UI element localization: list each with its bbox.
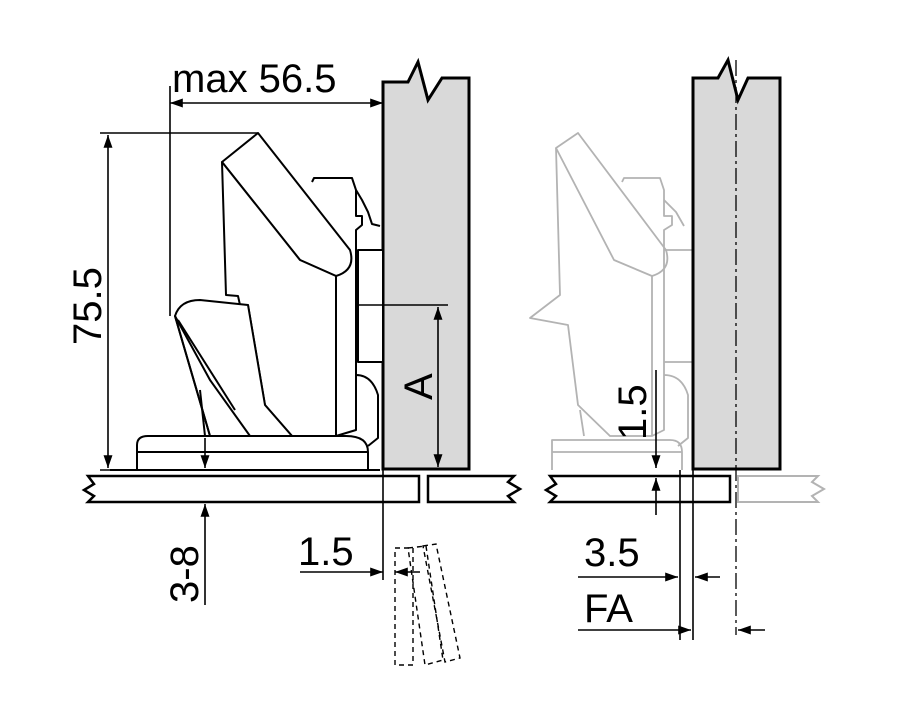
- dim-max-width-label: max 56.5: [172, 57, 337, 101]
- dim-fa-label: FA: [584, 587, 633, 631]
- left-dimension-lines: [100, 86, 448, 605]
- dim-a-label: A: [397, 373, 441, 400]
- ghost-door-continuation: [737, 475, 826, 503]
- right-view: [529, 55, 826, 640]
- hinge-base-plate: [110, 435, 380, 471]
- door-panel-left: [81, 474, 421, 504]
- door-swing-dashed: [394, 543, 461, 666]
- cabinet-side-panel-left: [381, 57, 471, 471]
- dim-offset-label: 3.5: [584, 531, 640, 575]
- dim-gap-right-label: 1.5: [611, 384, 655, 440]
- hinge-body: [174, 132, 384, 447]
- door-panel-left-right-piece: [426, 474, 523, 504]
- right-dimension-lines: [578, 370, 765, 640]
- dim-gap-left-label: 1.5: [298, 530, 354, 574]
- left-view: [81, 57, 523, 666]
- door-panel-right: [543, 474, 732, 504]
- dim-height-label: 75.5: [66, 267, 110, 345]
- ghost-hinge: [529, 132, 694, 470]
- dim-overlay-range-label: 3-8: [163, 545, 207, 603]
